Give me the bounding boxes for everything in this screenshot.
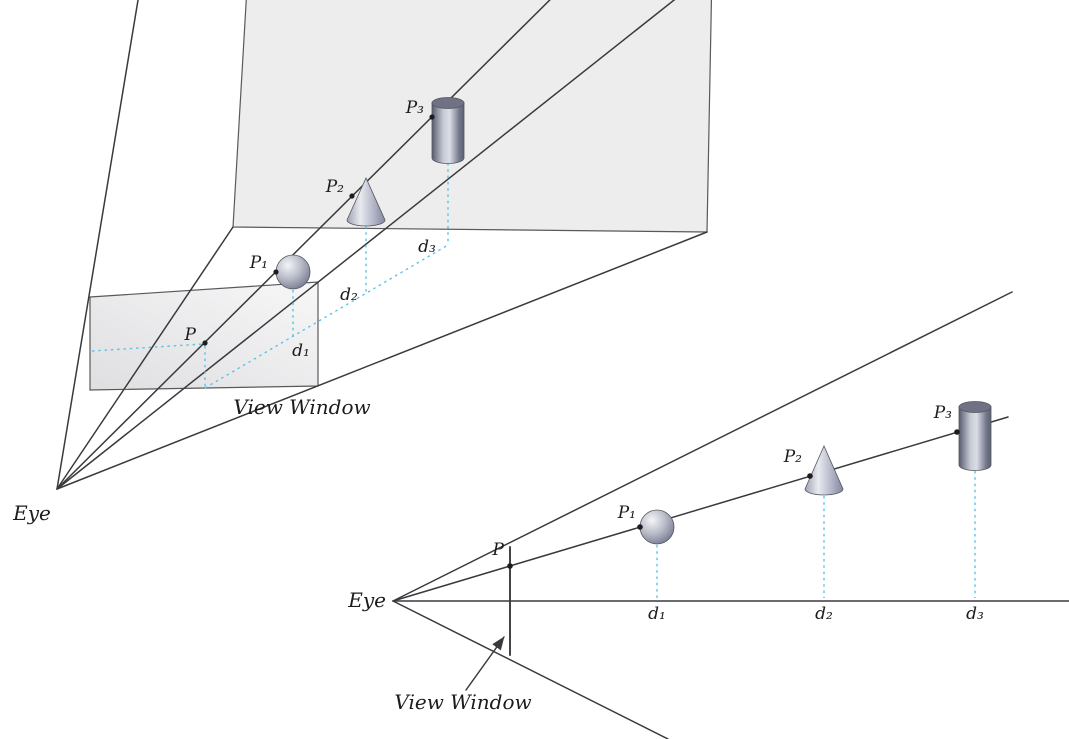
frustum-lines-2d — [392, 291, 1069, 739]
point-p2-2d — [807, 473, 813, 479]
window-pointer-arrow — [465, 636, 505, 691]
frustum-edge-top-right — [56, 0, 676, 490]
sight-ray-2d — [392, 416, 1009, 602]
point-p-3d — [202, 340, 208, 346]
cylinder-top-3d — [431, 97, 465, 109]
distance-dashes-2d — [656, 471, 976, 598]
cylinder-body-3d — [431, 102, 465, 164]
eye-label-2d: Eye — [348, 588, 386, 612]
cone-3d — [346, 177, 386, 227]
frustum-lines-3d — [56, 0, 708, 490]
sphere-3d — [275, 254, 311, 290]
frustum-edge-lower — [392, 600, 669, 739]
p2-label-2d: P₂ — [783, 447, 802, 467]
distance-dashes-3d — [91, 163, 449, 389]
d1-label-3d: d₁ — [292, 341, 310, 361]
d2-label-3d: d₂ — [340, 285, 358, 305]
frustum-edge-bottom-right — [56, 231, 708, 490]
p3-label-3d: P₃ — [405, 98, 424, 118]
view2d-diagram — [392, 291, 1069, 739]
view-window-label-2d: View Window — [394, 690, 532, 714]
eye-label-3d: Eye — [13, 501, 51, 525]
point-p3-3d — [429, 114, 435, 120]
cylinder-body-2d — [958, 406, 992, 471]
point-p1-2d — [637, 524, 643, 530]
p3-label-2d: P₃ — [933, 403, 952, 423]
p2-label-3d: P₂ — [325, 177, 344, 197]
point-p-2d — [507, 563, 513, 569]
frustum-edge-top-left — [56, 0, 139, 490]
frustum-edge-bottom-left — [56, 226, 234, 490]
frustum-edge-upper — [392, 291, 1013, 602]
d3-label-3d: d₃ — [418, 237, 436, 257]
view-window-3d — [89, 281, 319, 391]
points-3d — [202, 114, 435, 346]
d3-label-2d: d₃ — [966, 604, 984, 624]
p1-label-3d: P₁ — [249, 253, 268, 273]
points-2d — [507, 429, 960, 569]
p1-label-2d: P₁ — [617, 503, 636, 523]
sight-ray-3d — [56, 0, 551, 490]
cylinder-top-2d — [958, 401, 992, 413]
cylinder-2d — [958, 401, 992, 471]
cone-2d — [804, 445, 844, 496]
point-p2-3d — [349, 193, 355, 199]
p-label-2d: P — [492, 540, 504, 560]
point-p3-2d — [954, 429, 960, 435]
view3d-diagram — [56, 0, 713, 490]
cylinder-3d — [431, 97, 465, 164]
d2-label-2d: d₂ — [815, 604, 833, 624]
back-plane — [232, 0, 713, 233]
sphere-2d — [639, 509, 675, 545]
view-window-label-3d: View Window — [233, 395, 371, 419]
point-p1-3d — [273, 269, 279, 275]
p-label-3d: P — [184, 325, 196, 345]
d1-label-2d: d₁ — [648, 604, 666, 624]
ground-trace-line — [204, 244, 449, 389]
